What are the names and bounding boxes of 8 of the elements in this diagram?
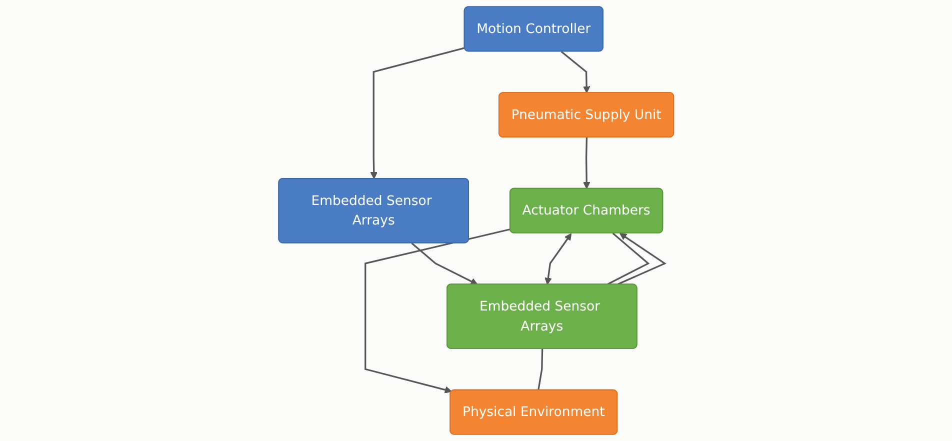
arrow <box>582 137 590 190</box>
arrow <box>370 47 465 180</box>
arrow <box>560 50 590 94</box>
arrow <box>616 232 666 286</box>
arrow <box>411 242 478 285</box>
connector <box>537 348 543 390</box>
arrow <box>544 233 572 285</box>
arrow <box>364 228 510 394</box>
